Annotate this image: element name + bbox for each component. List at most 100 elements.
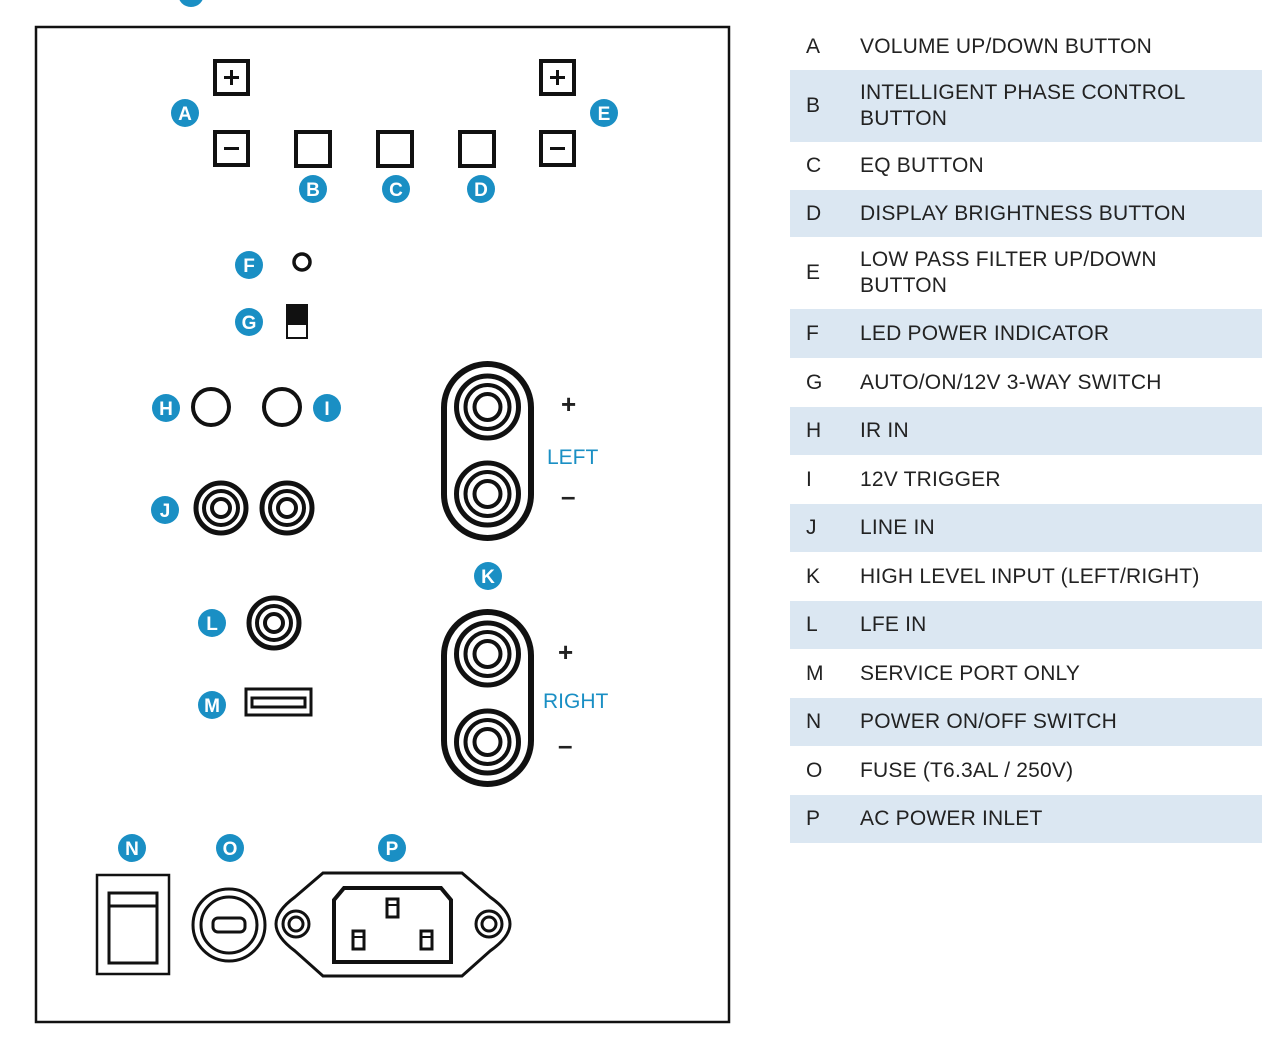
legend-letter: E — [806, 261, 821, 284]
svg-text:D: D — [474, 180, 488, 201]
right-speaker-terminal[interactable] — [441, 609, 534, 787]
legend-description: VOLUME UP/DOWN BUTTON — [860, 35, 1152, 58]
badge-k: K — [474, 562, 502, 590]
legend-letter: M — [806, 661, 824, 685]
volume-minus-button[interactable] — [213, 130, 250, 167]
legend-description: 12V TRIGGER — [860, 467, 1001, 491]
legend-description: LINE IN — [860, 516, 935, 539]
legend-row: D DISPLAY BRIGHTNESS BUTTON — [790, 190, 1262, 237]
legend-letter: O — [806, 758, 823, 782]
legend-row: G AUTO/ON/12V 3-WAY SWITCH — [790, 358, 1262, 407]
legend-description: FUSE (T6.3AL / 250V) — [860, 758, 1074, 782]
badge-j: J — [151, 496, 179, 524]
legend-letter: P — [806, 807, 821, 830]
low-pass-plus-button[interactable] — [539, 59, 576, 96]
legend-letter: G — [806, 370, 823, 394]
volume-plus-button[interactable] — [213, 59, 250, 96]
badge-h: H — [152, 394, 180, 422]
legend-letter: F — [806, 321, 819, 345]
badge-p: P — [378, 834, 406, 862]
svg-text:E: E — [598, 104, 611, 125]
badge-g: G — [235, 308, 263, 336]
badge-e: E — [590, 99, 618, 127]
legend-description: AC POWER INLET — [860, 807, 1043, 830]
legend-row: P AC POWER INLET — [790, 795, 1262, 843]
three-way-switch[interactable] — [286, 304, 308, 339]
legend-letter: H — [806, 419, 822, 442]
svg-text:C: C — [389, 180, 403, 201]
trigger-12v-jack[interactable] — [262, 387, 302, 427]
ac-power-inlet[interactable] — [274, 871, 512, 978]
line-in-left-rca[interactable] — [193, 480, 249, 536]
svg-text:P: P — [386, 839, 399, 860]
line-in-right-rca[interactable] — [259, 480, 315, 536]
badge-i: I — [313, 394, 341, 422]
legend-description: SERVICE PORT ONLY — [860, 661, 1081, 685]
legend-row: B INTELLIGENT PHASE CONTROL BUTTON — [790, 70, 1262, 142]
badge-c: C — [382, 175, 410, 203]
badge-l: L — [198, 609, 226, 637]
led-power-indicator — [292, 252, 312, 272]
legend-row: I 12V TRIGGER — [790, 455, 1262, 504]
svg-text:O: O — [223, 839, 238, 860]
legend-row: J LINE IN — [790, 504, 1262, 552]
legend-description: LED POWER INDICATOR — [860, 321, 1110, 345]
phase-control-button[interactable] — [294, 130, 332, 168]
legend-row: F LED POWER INDICATOR — [790, 309, 1262, 358]
fuse-holder[interactable] — [191, 887, 267, 963]
badge-n: N — [118, 834, 146, 862]
eq-button[interactable] — [376, 130, 414, 168]
svg-text:B: B — [306, 180, 320, 201]
legend-row: O FUSE (T6.3AL / 250V) — [790, 746, 1262, 795]
badge-d: D — [467, 175, 495, 203]
right-plus-sign: + — [558, 637, 573, 667]
svg-text:L: L — [206, 614, 218, 635]
legend-description: INTELLIGENT PHASE CONTROL BUTTON — [860, 81, 1185, 130]
legend-description: EQ BUTTON — [860, 154, 984, 177]
legend-description: DISPLAY BRIGHTNESS BUTTON — [860, 201, 1186, 225]
legend-row: H IR IN — [790, 407, 1262, 455]
svg-text:H: H — [159, 399, 173, 420]
legend-description: LFE IN — [860, 613, 927, 636]
legend-letter: L — [806, 613, 818, 636]
legend-letter: I — [806, 467, 812, 491]
legend-letter: J — [806, 516, 817, 539]
right-minus-sign: – — [558, 730, 572, 760]
badge-m: M — [198, 691, 226, 719]
left-channel-label: LEFT — [547, 446, 599, 469]
service-port[interactable] — [244, 687, 313, 717]
right-channel-label: RIGHT — [543, 690, 609, 713]
badge-b: B — [299, 175, 327, 203]
badge-o: O — [216, 834, 244, 862]
svg-text:K: K — [481, 567, 495, 588]
legend-letter: K — [806, 564, 821, 588]
legend-row: L LFE IN — [790, 601, 1262, 649]
legend-letter: D — [806, 201, 822, 225]
left-minus-sign: – — [561, 481, 575, 511]
left-plus-sign: + — [561, 389, 576, 419]
ir-in-jack[interactable] — [191, 387, 231, 427]
legend-description: IR IN — [860, 419, 909, 442]
legend-letter: N — [806, 710, 822, 733]
legend-letter: B — [806, 94, 821, 117]
svg-text:J: J — [160, 501, 171, 522]
legend-description: HIGH LEVEL INPUT (LEFT/RIGHT) — [860, 564, 1200, 588]
badge-f: F — [235, 251, 263, 279]
legend-description: LOW PASS FILTER UP/DOWN BUTTON — [860, 248, 1157, 297]
display-brightness-button[interactable] — [458, 130, 496, 168]
legend-row: M SERVICE PORT ONLY — [790, 649, 1262, 698]
svg-text:F: F — [243, 256, 255, 277]
low-pass-minus-button[interactable] — [539, 130, 576, 167]
svg-text:A: A — [178, 104, 192, 125]
svg-text:M: M — [204, 696, 220, 717]
legend-description: AUTO/ON/12V 3-WAY SWITCH — [860, 370, 1162, 394]
lfe-in-rca[interactable] — [246, 595, 302, 651]
left-speaker-terminal[interactable] — [441, 361, 534, 541]
badge-a: A — [171, 99, 199, 127]
svg-text:N: N — [125, 839, 139, 860]
power-switch[interactable] — [95, 873, 171, 976]
